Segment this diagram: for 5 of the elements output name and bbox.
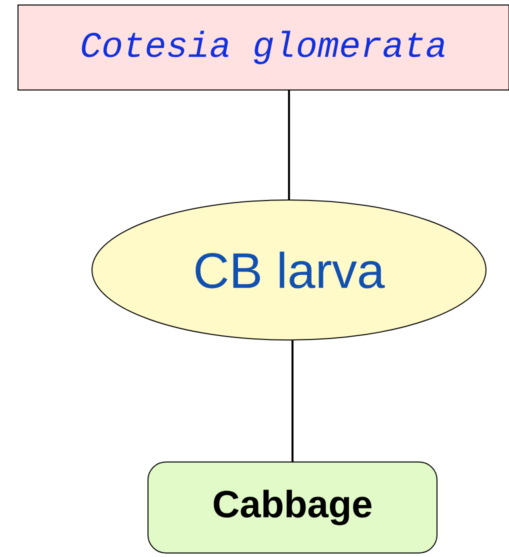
connector-line bbox=[288, 90, 290, 200]
connector-line bbox=[292, 340, 294, 462]
ellipse-node: CB larva bbox=[92, 200, 486, 340]
title-box: Cotesia glomerata bbox=[18, 4, 509, 90]
rounded-box: Cabbage bbox=[148, 462, 438, 554]
